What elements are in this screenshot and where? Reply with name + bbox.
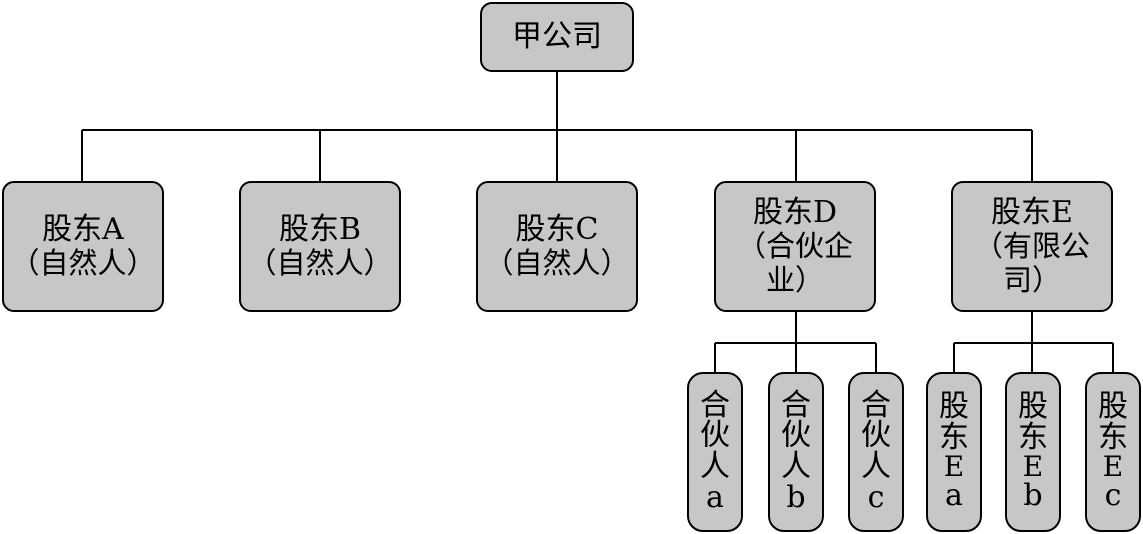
partner-c-char-2: 伙 — [861, 418, 891, 454]
shareholder-b-type: （自然人） — [247, 246, 393, 281]
e-shareholder-c-char-1: 股 — [1098, 389, 1128, 425]
e-shareholder-b-char-1: 股 — [1018, 389, 1048, 425]
shareholder-d-name: 股东D — [752, 194, 838, 230]
shareholder-a-node: 股东A （自然人） — [2, 181, 164, 312]
partner-a-char-1: 合 — [700, 387, 730, 423]
e-shareholder-c-node: 股 东 E c — [1085, 372, 1141, 532]
partner-c-node: 合 伙 人 c — [848, 372, 904, 532]
partner-c-char-3: 人 — [861, 449, 891, 484]
shareholder-c-type: （自然人） — [484, 246, 630, 281]
company-node: 甲公司 — [480, 2, 634, 72]
shareholder-e-node: 股东E （有限公司） — [951, 181, 1113, 312]
e-shareholder-c-char-3: E — [1102, 450, 1124, 484]
company-label: 甲公司 — [512, 18, 602, 54]
shareholder-c-node: 股东C （自然人） — [476, 181, 638, 312]
partner-a-char-3: 人 — [700, 449, 730, 484]
e-shareholder-a-char-4: a — [945, 478, 963, 514]
shareholder-a-type: （自然人） — [10, 246, 156, 281]
partner-b-char-3: 人 — [781, 449, 811, 484]
partner-b-char-4: b — [786, 479, 806, 515]
shareholder-e-name: 股东E — [991, 194, 1073, 230]
shareholder-b-node: 股东B （自然人） — [239, 181, 401, 312]
partner-b-char-1: 合 — [781, 387, 811, 423]
e-shareholder-b-char-3: E — [1022, 450, 1044, 484]
partner-b-node: 合 伙 人 b — [768, 372, 824, 532]
shareholder-b-name: 股东B — [278, 211, 362, 247]
shareholder-c-name: 股东C — [515, 211, 599, 247]
e-shareholder-a-node: 股 东 E a — [926, 372, 982, 532]
e-shareholder-a-char-1: 股 — [939, 389, 969, 425]
e-shareholder-a-char-2: 东 — [939, 419, 969, 455]
e-shareholder-b-char-2: 东 — [1018, 419, 1048, 455]
partner-a-char-4: a — [706, 479, 724, 515]
partner-a-char-2: 伙 — [700, 418, 730, 454]
partner-c-char-1: 合 — [861, 387, 891, 423]
partner-a-node: 合 伙 人 a — [687, 372, 743, 532]
e-shareholder-a-char-3: E — [943, 450, 965, 484]
e-shareholder-c-char-4: c — [1104, 478, 1122, 514]
shareholder-a-name: 股东A — [42, 211, 124, 247]
e-shareholder-b-char-4: b — [1023, 478, 1043, 514]
shareholder-d-node: 股东D （合伙企业） — [714, 181, 876, 312]
partner-b-char-2: 伙 — [781, 418, 811, 454]
partner-c-char-4: c — [867, 479, 885, 515]
shareholder-e-type: （有限公司） — [973, 229, 1090, 297]
e-shareholder-b-node: 股 东 E b — [1005, 372, 1061, 532]
e-shareholder-c-char-2: 东 — [1098, 419, 1128, 455]
shareholder-d-type: （合伙企业） — [736, 229, 853, 297]
